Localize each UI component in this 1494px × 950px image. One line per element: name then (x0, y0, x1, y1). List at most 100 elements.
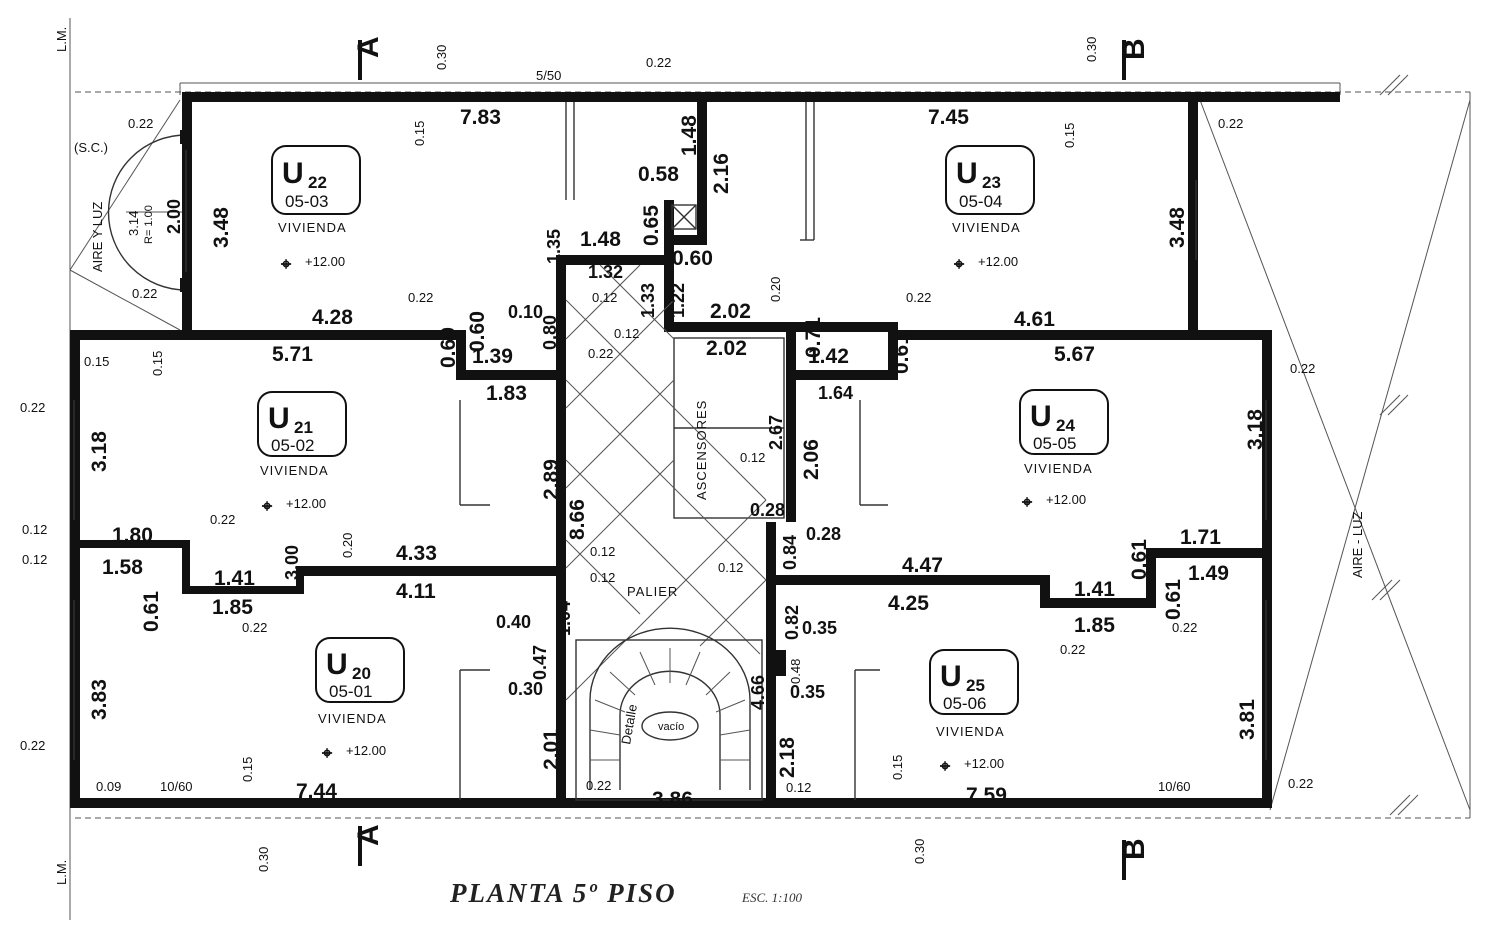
unit-code: 05-04 (959, 192, 1002, 211)
dim-small: 0.12 (590, 544, 615, 559)
dim-text: 0.28 (806, 524, 841, 544)
dim-text: 3.00 (282, 545, 302, 580)
dim-small: 0.12 (592, 290, 617, 305)
unit-type: VIVIENDA (278, 220, 347, 235)
dim-small: 0.22 (1218, 116, 1243, 131)
dim-text: 1.85 (212, 596, 253, 619)
dim-text: 1.32 (588, 262, 623, 282)
dim-text: 2.67 (766, 415, 786, 450)
dim-small: 5/50 (536, 68, 561, 83)
dim-text: 0.30 (508, 679, 543, 699)
dim-text: 0.60 (466, 311, 489, 352)
level-mark-icon: ⌖ (280, 254, 292, 274)
dim-text: 1.49 (1188, 562, 1229, 585)
dim-text: 4.66 (748, 675, 768, 710)
level-mark-icon: ⌖ (939, 756, 951, 776)
dim-text: 2.89 (540, 459, 563, 500)
unit-number: 21 (294, 418, 313, 437)
dim-text: 0.28 (750, 500, 785, 520)
dim-small: 0.15 (1062, 123, 1077, 148)
dim-text: 0.61 (140, 591, 163, 632)
level-mark-icon: ⌖ (261, 496, 273, 516)
walls (70, 92, 1340, 808)
unit-number: 22 (308, 173, 327, 192)
unit-level: +12.00 (286, 496, 326, 511)
dim-text: 3.83 (88, 679, 111, 720)
unit-prefix: U (282, 157, 304, 190)
dim-text: 4.11 (396, 580, 436, 603)
dim-text: 1.83 (486, 382, 527, 405)
dim-text: 1.48 (678, 115, 701, 156)
unit-level: +12.00 (978, 254, 1018, 269)
unit-type: VIVIENDA (1024, 461, 1093, 476)
dim-small: 0.20 (340, 533, 355, 558)
dim-small: 0.15 (84, 354, 109, 369)
dim-text: 1.58 (102, 556, 143, 579)
dim-text: 8.66 (566, 499, 589, 540)
dim-text: 1.85 (1074, 614, 1115, 637)
drawing-scale: ESC. 1:100 (741, 890, 802, 905)
section-a-top: A (352, 36, 385, 58)
palier-floor-pattern (565, 264, 767, 701)
dim-text: 1.42 (808, 345, 849, 368)
dim-small: 0.22 (646, 55, 671, 70)
unit-code: 05-03 (285, 192, 328, 211)
level-mark-icon: ⌖ (1021, 492, 1033, 512)
dim-small: 0.30 (256, 847, 271, 872)
dim-text: 3.86 (652, 788, 693, 811)
unit-code: 05-06 (943, 694, 986, 713)
drawing-title: PLANTA 5º PISO (449, 878, 677, 908)
unit-u22: U 22 05-03 VIVIENDA +12.00 ⌖ (271, 145, 361, 274)
dim-text: 0.65 (640, 205, 663, 246)
dim-small: 0.30 (1084, 37, 1099, 62)
dim-text: 0.82 (782, 605, 802, 640)
dim-small: 0.22 (1060, 642, 1085, 657)
dim-text: 1.33 (638, 283, 658, 318)
dim-text: 5.67 (1054, 343, 1095, 366)
air-light-semicircle (107, 134, 187, 291)
dim-small: 0.12 (22, 522, 47, 537)
dim-text: 3.14 (126, 211, 141, 236)
dim-text: 1.41 (214, 567, 255, 590)
dim-small: 0.12 (786, 780, 811, 795)
unit-u20: U 20 05-01 VIVIENDA +12.00 ⌖ (315, 637, 405, 763)
dim-small: 0.22 (20, 738, 45, 753)
dim-text: 3.18 (88, 431, 111, 472)
dim-text: 0.71 (802, 317, 825, 358)
dim-text: 0.61 (890, 333, 913, 374)
dim-text: 1.41 (1074, 578, 1115, 601)
dim-small: 0.22 (1172, 620, 1197, 635)
dim-text: 0.60 (437, 327, 460, 368)
dim-text: 0.61 (1128, 539, 1151, 580)
dim-text: 1.04 (554, 601, 574, 636)
dim-text: 2.00 (164, 199, 184, 234)
unit-level: +12.00 (1046, 492, 1086, 507)
unit-prefix: U (326, 648, 348, 681)
dim-text: 4.28 (312, 306, 353, 329)
dim-text: 1.71 (1180, 526, 1221, 549)
dim-text: 7.44 (296, 780, 337, 803)
dim-small: 0.30 (434, 45, 449, 70)
dim-small: 0.22 (242, 620, 267, 635)
dim-text: 0.48 (788, 659, 803, 684)
sc-label: (S.C.) (74, 140, 108, 155)
partitions (73, 102, 1267, 800)
dim-small: 0.12 (740, 450, 765, 465)
detalle-label: Detalle (618, 703, 640, 745)
lm-label-bottom: L.M. (54, 860, 69, 885)
unit-number: 20 (352, 664, 371, 683)
radius-label: R= 1.00 (143, 205, 155, 244)
unit-type: VIVIENDA (952, 220, 1021, 235)
dim-small: 0.22 (128, 116, 153, 131)
dim-small: 0.15 (890, 755, 905, 780)
vacio-label: vacío (658, 721, 684, 733)
unit-prefix: U (1030, 400, 1052, 433)
dim-text: 2.02 (710, 300, 751, 323)
dim-text: 0.35 (802, 618, 837, 638)
dim-small: 0.15 (150, 351, 165, 376)
dim-small: 0.22 (20, 400, 45, 415)
dim-small: 0.12 (614, 326, 639, 341)
dim-text: 1.39 (472, 345, 513, 368)
dim-text: 3.81 (1236, 699, 1259, 740)
